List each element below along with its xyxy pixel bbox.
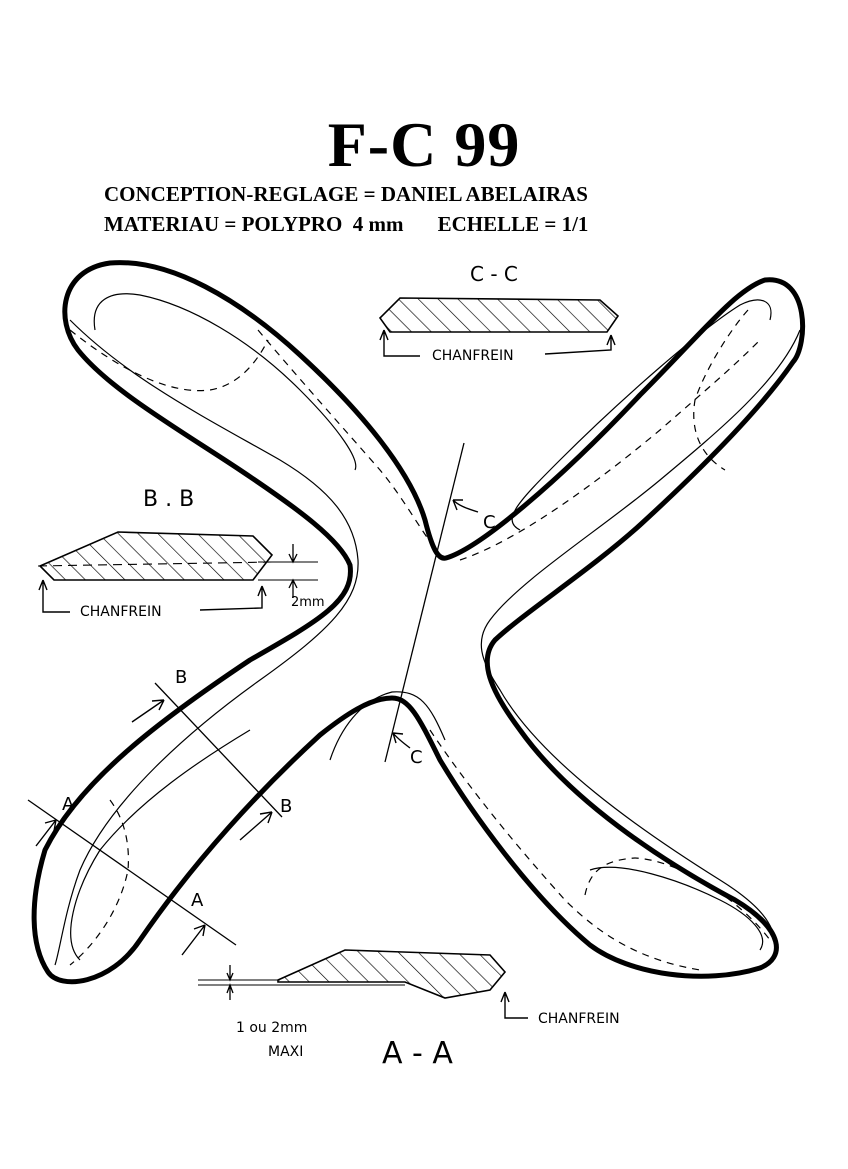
boomerang-outline bbox=[31, 260, 806, 985]
section-aa-thickness-line2: MAXI bbox=[268, 1044, 303, 1060]
section-aa-profile bbox=[277, 949, 507, 999]
section-bb-midline bbox=[37, 561, 273, 567]
inner-edge-line bbox=[329, 691, 446, 761]
chamfer-dashed-line bbox=[459, 339, 761, 561]
wing-tip-contour bbox=[93, 293, 357, 471]
section-bb-thickness: 2mm bbox=[291, 595, 325, 610]
chamfer-dashed-line bbox=[69, 329, 269, 392]
arrow-a-left bbox=[35, 819, 57, 847]
section-label-aa: A - A bbox=[382, 1036, 453, 1071]
drawing-title: F-C 99 bbox=[327, 109, 521, 180]
arrow-c-lower bbox=[392, 732, 411, 749]
cut-mark-c-lower: C bbox=[410, 747, 423, 768]
cut-mark-a-left: A bbox=[62, 794, 75, 815]
section-line-bb bbox=[154, 682, 283, 818]
inner-edge-line bbox=[480, 329, 801, 946]
material-scale-line: MATERIAU = POLYPRO 4 mm ECHELLE = 1/1 bbox=[104, 212, 588, 237]
section-aa-thickness-line1: 1 ou 2mm bbox=[236, 1020, 307, 1036]
inner-edge-line bbox=[54, 319, 359, 966]
section-aa-chamfer-label: CHANFREIN bbox=[538, 1011, 620, 1027]
section-aa-dim-arrows bbox=[226, 965, 234, 1000]
chamfer-dashed-line bbox=[257, 329, 441, 556]
section-bb-dim-arrows bbox=[288, 544, 298, 598]
cut-mark-b-top: B bbox=[175, 667, 187, 688]
cut-mark-b-bottom: B bbox=[280, 796, 292, 817]
section-bb-chamfer-bracket bbox=[38, 579, 267, 613]
scale-text: ECHELLE = 1/1 bbox=[437, 212, 589, 236]
section-bb-profile bbox=[38, 531, 274, 581]
section-aa-chamfer-bracket bbox=[500, 991, 528, 1019]
cut-mark-c-upper: C bbox=[483, 512, 496, 533]
section-line-aa bbox=[27, 799, 237, 946]
section-label-cc: C - C bbox=[470, 262, 518, 286]
section-cc-chamfer-label: CHANFREIN bbox=[432, 348, 514, 364]
designer-line: CONCEPTION-REGLAGE = DANIEL ABELAIRAS bbox=[104, 182, 588, 206]
wing-tip-contour bbox=[511, 299, 772, 531]
section-line-cc bbox=[384, 442, 465, 763]
section-bb-chamfer-label: CHANFREIN bbox=[80, 604, 162, 620]
arrow-c-upper bbox=[452, 499, 479, 513]
chamfer-dashed-line bbox=[69, 799, 130, 966]
section-cc-chamfer-bracket bbox=[379, 329, 616, 357]
cut-mark-a-right: A bbox=[191, 890, 204, 911]
section-label-bb: B . B bbox=[143, 487, 194, 512]
arrow-b-top bbox=[131, 699, 165, 723]
chamfer-dashed-line bbox=[584, 857, 771, 941]
material-text: MATERIAU = POLYPRO 4 mm bbox=[104, 212, 404, 236]
wing-tip-contour bbox=[70, 729, 251, 961]
section-cc-profile bbox=[378, 297, 620, 333]
wing-tip-contour bbox=[589, 866, 764, 951]
arrow-a-right bbox=[181, 924, 206, 956]
arrow-b-bottom bbox=[239, 811, 273, 841]
chamfer-dashed-line bbox=[693, 309, 749, 471]
chamfer-dashed-line bbox=[429, 729, 701, 971]
